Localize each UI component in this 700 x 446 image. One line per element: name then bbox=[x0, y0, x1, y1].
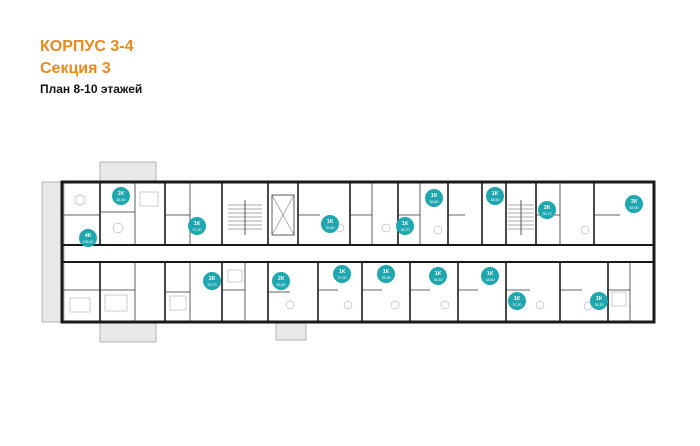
apartment-badge[interactable]: 2К 53,70 bbox=[203, 272, 221, 290]
table bbox=[285, 300, 295, 310]
apartment-badge[interactable]: 2К 55,80 bbox=[272, 272, 290, 290]
svg-text:1К: 1К bbox=[383, 269, 390, 275]
svg-text:1К: 1К bbox=[339, 269, 346, 275]
building-title: КОРПУС 3-4 bbox=[40, 38, 134, 55]
balcony-top-left bbox=[99, 161, 157, 183]
svg-text:2К: 2К bbox=[118, 191, 125, 197]
svg-text:37,20: 37,20 bbox=[513, 303, 522, 307]
apartment-badge[interactable]: 1К 36,70 bbox=[396, 217, 414, 235]
table bbox=[381, 223, 391, 233]
top-row-partitions bbox=[99, 182, 595, 245]
bed bbox=[611, 291, 627, 307]
svg-text:1К: 1К bbox=[431, 193, 438, 199]
furniture bbox=[69, 191, 627, 313]
svg-text:37,90: 37,90 bbox=[338, 276, 347, 280]
svg-text:1К: 1К bbox=[435, 271, 442, 277]
svg-text:126,40: 126,40 bbox=[83, 240, 94, 244]
section-title: Секция 3 bbox=[40, 60, 111, 77]
svg-text:64,50: 64,50 bbox=[117, 198, 126, 202]
walls bbox=[60, 180, 656, 324]
svg-text:36,80: 36,80 bbox=[430, 200, 439, 204]
svg-text:1К: 1К bbox=[327, 219, 334, 225]
bed bbox=[227, 269, 243, 283]
svg-text:1К: 1К bbox=[194, 221, 201, 227]
svg-text:38,90: 38,90 bbox=[382, 276, 391, 280]
stairwell-left bbox=[228, 200, 262, 235]
svg-text:56,70: 56,70 bbox=[543, 212, 552, 216]
table bbox=[580, 225, 590, 235]
svg-text:1К: 1К bbox=[492, 191, 499, 197]
apartment-badge[interactable]: 2К 62,00 bbox=[625, 195, 643, 213]
bottom-row-partitions bbox=[99, 262, 609, 322]
svg-text:2К: 2К bbox=[209, 276, 216, 282]
table bbox=[433, 225, 443, 235]
apartment-badge[interactable]: 1К 37,90 bbox=[333, 265, 351, 283]
svg-text:55,80: 55,80 bbox=[277, 283, 286, 287]
svg-text:53,70: 53,70 bbox=[208, 283, 217, 287]
svg-text:36,70: 36,70 bbox=[401, 228, 410, 232]
svg-text:2К: 2К bbox=[631, 199, 638, 205]
svg-text:1К: 1К bbox=[487, 271, 494, 277]
svg-text:38,60: 38,60 bbox=[486, 278, 495, 282]
svg-text:2К: 2К bbox=[544, 205, 551, 211]
svg-text:2К: 2К bbox=[278, 276, 285, 282]
inner-rooms bbox=[62, 182, 631, 322]
bed bbox=[139, 191, 159, 207]
apartment-badge[interactable]: 1К 38,90 bbox=[377, 265, 395, 283]
svg-text:38,30: 38,30 bbox=[595, 303, 604, 307]
table bbox=[343, 300, 353, 310]
bed bbox=[69, 297, 91, 313]
apartment-badge[interactable]: 1К 37,30 bbox=[188, 217, 206, 235]
svg-text:1К: 1К bbox=[402, 221, 409, 227]
balconies bbox=[41, 161, 307, 343]
balcony-bottom-left bbox=[99, 321, 157, 343]
terrace-left bbox=[41, 181, 65, 323]
apartment-badge[interactable]: 1К 38,30 bbox=[590, 292, 608, 310]
svg-text:38,40: 38,40 bbox=[434, 278, 443, 282]
elevator-cross bbox=[271, 194, 295, 236]
svg-text:4К: 4К bbox=[85, 233, 92, 239]
elevator-shaft bbox=[271, 194, 295, 236]
svg-text:39,60: 39,60 bbox=[326, 226, 335, 230]
table bbox=[390, 300, 400, 310]
apartment-badge[interactable]: 1К 38,80 bbox=[486, 187, 504, 205]
table bbox=[535, 300, 545, 310]
table bbox=[112, 222, 124, 234]
bed bbox=[169, 295, 187, 311]
apartment-badges: 2К 64,50 1К 37,30 1К 39,60 1К 36,70 1К 3… bbox=[79, 187, 643, 310]
apartment-badge[interactable]: 1К 38,60 bbox=[481, 267, 499, 285]
svg-text:62,00: 62,00 bbox=[630, 206, 639, 210]
apartment-badge[interactable]: 1К 36,80 bbox=[425, 189, 443, 207]
svg-text:38,80: 38,80 bbox=[491, 198, 500, 202]
svg-text:37,30: 37,30 bbox=[193, 228, 202, 232]
apartment-badge[interactable]: 1К 37,20 bbox=[508, 292, 526, 310]
stairwells bbox=[228, 194, 534, 236]
svg-text:1К: 1К bbox=[596, 296, 603, 302]
apartment-badge[interactable]: 4К 126,40 bbox=[79, 229, 97, 247]
plan-header: КОРПУС 3-4 Секция 3 План 8-10 этажей bbox=[40, 36, 142, 98]
apartment-badge[interactable]: 1К 38,40 bbox=[429, 267, 447, 285]
table bbox=[440, 300, 450, 310]
bed bbox=[104, 294, 128, 312]
balcony-bottom-center bbox=[275, 321, 307, 341]
apartment-badge[interactable]: 2К 56,70 bbox=[538, 201, 556, 219]
svg-text:1К: 1К bbox=[514, 296, 521, 302]
stairwell-right bbox=[508, 200, 534, 235]
apartment-badge[interactable]: 1К 39,60 bbox=[321, 215, 339, 233]
floor-plan-title: План 8-10 этажей bbox=[40, 82, 143, 96]
outer-wall bbox=[60, 180, 656, 324]
apartment-badge[interactable]: 2К 64,50 bbox=[112, 187, 130, 205]
table bbox=[74, 194, 86, 206]
